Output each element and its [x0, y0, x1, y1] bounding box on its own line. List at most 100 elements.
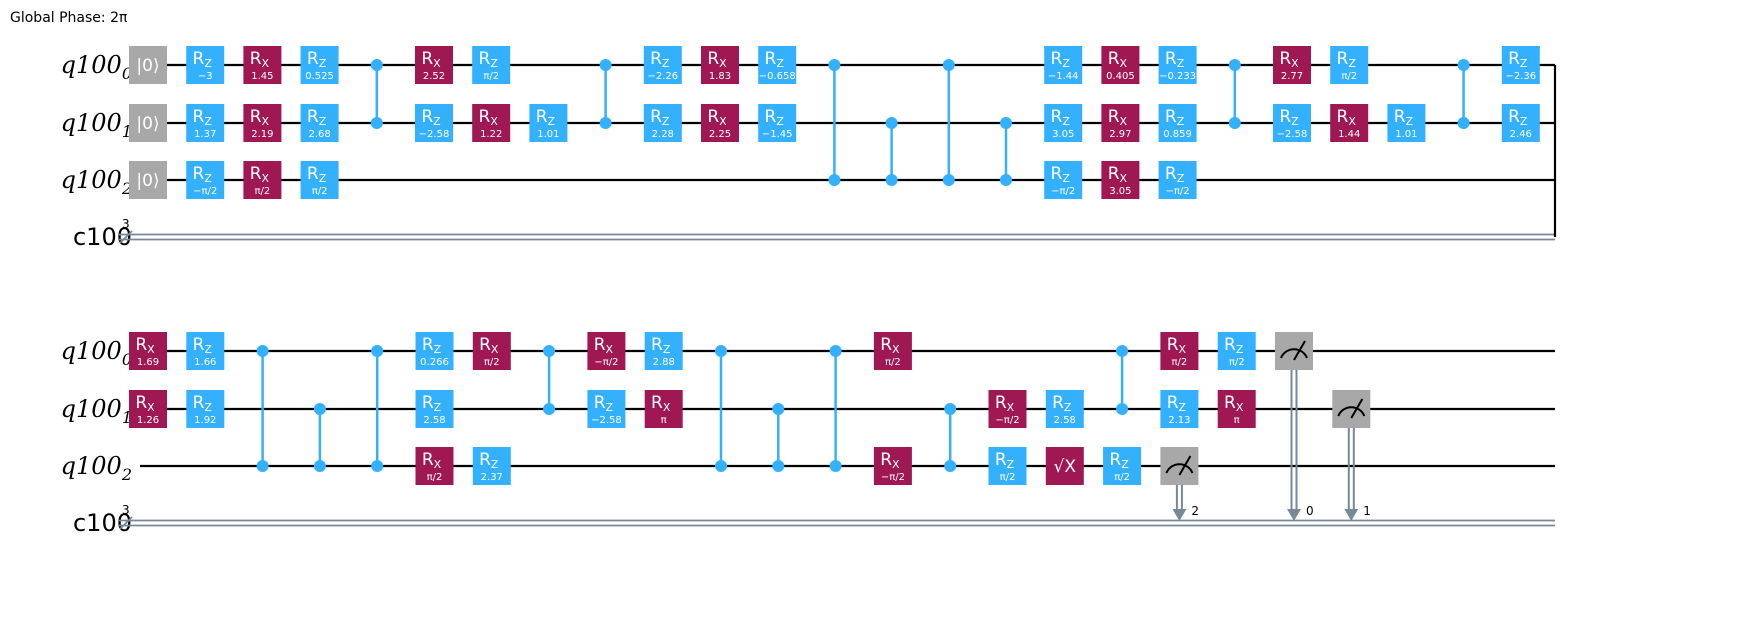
gate-parameter: 2.37: [481, 472, 503, 483]
gate-axis: X: [1348, 115, 1356, 128]
gate-parameter: 1.22: [480, 129, 502, 140]
gate-parameter: −π/2: [594, 357, 618, 368]
gate-axis: X: [606, 343, 614, 356]
control-dot: [942, 59, 955, 71]
rx-box: [1330, 104, 1369, 142]
classical-bit-index: 2: [1191, 504, 1199, 518]
rz-gate: RZ−0.233: [1158, 46, 1197, 84]
gate-axis: X: [1120, 57, 1128, 70]
qubit-register-name: q100: [61, 337, 122, 365]
gate-axis: Z: [1062, 57, 1070, 70]
rz-gate: RZ−π/2: [1158, 161, 1197, 199]
gate-axis: Z: [434, 401, 442, 414]
control-dot: [599, 59, 612, 71]
qubit-register-name: q100: [61, 51, 122, 79]
measure-arrow: [1287, 509, 1301, 521]
control-dot: [370, 59, 383, 71]
cz-gate: [371, 345, 384, 472]
rx-box: [1273, 46, 1311, 84]
gate-parameter: −2.58: [419, 129, 450, 140]
meter-arc: [1337, 406, 1366, 417]
rz-box: [300, 46, 339, 84]
rz-box: [1158, 161, 1197, 199]
gate-parameter: 1.83: [709, 71, 731, 82]
gate-parameter: 2.58: [1054, 415, 1076, 426]
measure-gate: 0: [1275, 332, 1314, 521]
gate-axis: Z: [491, 458, 499, 471]
rx-gate: RX1.69: [129, 332, 167, 370]
rz-gate: RZ−0.658: [758, 46, 797, 84]
control-dot: [772, 460, 785, 472]
meter-needle: [1293, 340, 1306, 361]
gate-parameter: −π/2: [1166, 186, 1190, 197]
qubit-index: 0: [122, 350, 132, 369]
rz-box: [186, 104, 225, 142]
rz-box: [643, 46, 682, 84]
cz-gate: [1116, 345, 1129, 415]
gate-axis: Z: [319, 57, 327, 70]
bus-slash: [119, 230, 133, 244]
rx-box: [1101, 161, 1140, 199]
rx-gate: RXπ/2: [243, 161, 282, 199]
qubit-register-name: q100: [61, 109, 122, 137]
rz-gate: RZ−3: [186, 46, 225, 84]
control-dot: [1116, 345, 1129, 357]
rx-gate: RXπ/2: [1160, 332, 1199, 370]
rx-box: [243, 46, 282, 84]
gate-axis: X: [1291, 57, 1299, 70]
reset-label: |0⟩: [136, 171, 159, 191]
measure-box: [1275, 332, 1313, 370]
rx-box: [873, 447, 912, 485]
rz-gate: RZ1.01: [529, 104, 568, 142]
rz-box: [1273, 104, 1311, 142]
rz-box: [186, 161, 225, 199]
gate-axis: Z: [204, 343, 212, 356]
rx-box: [988, 390, 1027, 428]
gate-axis: Z: [204, 401, 212, 414]
sx-box: [1045, 447, 1084, 485]
classical-register-label: c100: [73, 509, 132, 537]
gate-parameter: 1.66: [194, 357, 216, 368]
control-dot: [944, 403, 957, 415]
rx-gate: RX1.26: [129, 390, 167, 428]
control-dot: [772, 403, 785, 415]
qubit-label-2: q1002: [61, 452, 132, 484]
rz-box: [1330, 46, 1369, 84]
classical-bit-index: 1: [1363, 504, 1371, 518]
gate-parameter: −π/2: [881, 472, 905, 483]
rz-box: [1158, 104, 1197, 142]
gate-parameter: π/2: [484, 357, 500, 368]
gate-axis: X: [262, 57, 270, 70]
control-dot: [828, 174, 841, 186]
rz-box: [1160, 390, 1199, 428]
gate-parameter: π: [661, 415, 667, 426]
control-dot: [599, 117, 612, 129]
rz-gate: RZ2.46: [1501, 104, 1540, 142]
rx-gate: RX1.45: [243, 46, 282, 84]
control-dot: [313, 460, 326, 472]
gate-axis: Z: [1236, 343, 1244, 356]
gate-axis: Z: [1062, 172, 1070, 185]
sx-gate: √X: [1045, 447, 1084, 485]
rx-gate: RX0.405: [1101, 46, 1140, 84]
gate-parameter: 1.01: [1395, 129, 1417, 140]
gate-axis: Z: [433, 115, 441, 128]
rz-box: [1103, 447, 1142, 485]
rz-gate: RZ2.58: [1045, 390, 1084, 428]
rx-gate: RXπ: [1217, 390, 1256, 428]
rz-gate: RZ1.92: [186, 390, 225, 428]
rz-box: [472, 447, 511, 485]
gate-parameter: 0.405: [1106, 71, 1135, 82]
rx-box: [415, 46, 453, 84]
gate-axis: X: [1179, 343, 1187, 356]
rx-box: [1101, 104, 1140, 142]
gate-axis: Z: [1177, 57, 1185, 70]
rz-box: [1501, 46, 1540, 84]
cz-gate: [1000, 117, 1012, 186]
gate-axis: Z: [434, 343, 442, 356]
gate-parameter: π/2: [1229, 357, 1245, 368]
rz-gate: RZ−2.58: [587, 390, 626, 428]
gate-parameter: π/2: [483, 71, 499, 82]
gate-axis: Z: [1348, 57, 1356, 70]
